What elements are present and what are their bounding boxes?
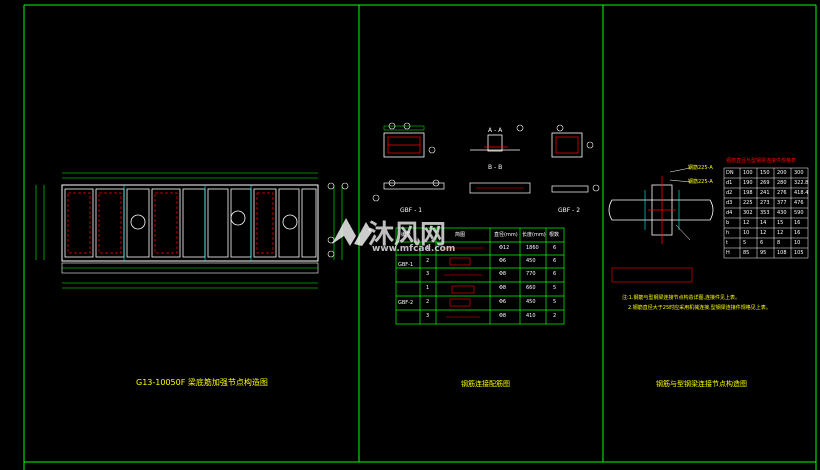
- table-cell-len: 1860: [526, 245, 539, 251]
- left-panel-title: G13-10050F 梁底筋加强节点构造图: [136, 378, 268, 387]
- spec-table-cell: 15: [777, 220, 784, 226]
- watermark-url: www.mfcad.com: [372, 244, 456, 254]
- table-cell-cnt: 5: [553, 299, 557, 305]
- spec-table-cell: 150: [760, 170, 770, 176]
- watermark-brand: 沐风网: [368, 220, 447, 250]
- spec-table-cell: 16: [794, 230, 801, 236]
- spec-table-cell: 476: [794, 200, 804, 206]
- table-cell-cnt: 2: [553, 313, 557, 319]
- spec-table-cell: d3: [726, 200, 733, 206]
- spec-table-title: 钢筋直径与型钢梁连接件规格表: [726, 158, 797, 164]
- table-cell-dia: Φ6: [499, 299, 507, 305]
- section-label-gbf2: GBF - 2: [558, 207, 581, 214]
- spec-table-cell: 241: [760, 190, 770, 196]
- spec-table-cell: b: [726, 220, 730, 226]
- spec-table-cell: DN: [726, 170, 734, 176]
- spec-table-cell: 198: [743, 190, 753, 196]
- spec-table-cell: 16: [794, 220, 801, 226]
- table-cell-dia: Φ8: [499, 271, 507, 277]
- spec-table-cell: 302: [743, 210, 753, 216]
- section-details: [372, 122, 600, 202]
- table-cell-dia: Φ6: [499, 258, 507, 264]
- section-label-b: B - B: [488, 164, 503, 171]
- spec-table-cell: 353: [760, 210, 770, 216]
- section-label-a: A - A: [488, 127, 503, 134]
- spec-table-cell: 105: [794, 250, 804, 256]
- right-panel-title: 钢筋与型钢梁连接节点构造图: [656, 380, 747, 388]
- table-cell-len: 410: [526, 313, 536, 319]
- table-row: 3: [426, 313, 430, 319]
- middle-panel-title: 钢筋连接配筋图: [461, 380, 510, 388]
- drawing-frame: [23, 4, 817, 470]
- rebar-table-sketches: [442, 247, 484, 318]
- spec-table-cell: 269: [760, 180, 770, 186]
- table-cell-cnt: 6: [553, 258, 557, 264]
- table-header-sketch: 简图: [455, 232, 466, 238]
- spec-table-cell: 14: [760, 220, 767, 226]
- spec-table-cell: 280: [777, 180, 787, 186]
- spec-table-cell: 322.8: [794, 180, 809, 186]
- watermark-logo-icon: [332, 218, 372, 246]
- table-cell-len: 450: [526, 258, 536, 264]
- spec-table-cell: 95: [760, 250, 767, 256]
- spec-table-cell: 5: [743, 240, 747, 246]
- spec-table-cell: 590: [794, 210, 804, 216]
- spec-table-cell: 225: [743, 200, 753, 206]
- spec-table-cell: 6: [760, 240, 764, 246]
- right-rebar-label-1: 钢筋225-A: [688, 165, 713, 171]
- spec-table-cell: 418.4: [794, 190, 809, 196]
- spec-table-cell: 12: [777, 230, 784, 236]
- table-cell-cnt: 6: [553, 271, 557, 277]
- spec-table-cell: 108: [777, 250, 787, 256]
- table-group-gbf2: GBF-2: [398, 300, 414, 306]
- spec-table-cell: h: [726, 230, 730, 236]
- spec-table-cell: 85: [743, 250, 750, 256]
- table-cell-cnt: 5: [553, 285, 557, 291]
- right-note-1: 注:1.钢筋与型钢梁连接节点构造详图,连接件见上表。: [622, 295, 741, 301]
- table-header-len: 长度(mm): [522, 232, 546, 238]
- spec-table-cell: 12: [743, 220, 750, 226]
- connection-detail: [608, 167, 714, 283]
- spec-table-cell: d4: [726, 210, 733, 216]
- spec-table-cell: 200: [777, 170, 787, 176]
- rebar-table-grid: [395, 227, 565, 325]
- spec-table-cell: 100: [743, 170, 753, 176]
- spec-table-cell: 10: [794, 240, 801, 246]
- table-cell-len: 450: [526, 299, 536, 305]
- table-header-no: 编号: [401, 232, 412, 238]
- spec-table-cell: 12: [760, 230, 767, 236]
- spec-table-cell: 190: [743, 180, 753, 186]
- table-header-cnt: 根数: [549, 232, 560, 238]
- table-row: 1: [426, 245, 430, 251]
- table-row: 3: [426, 271, 430, 277]
- spec-table-cell: 377: [777, 200, 787, 206]
- spec-table-cell: t: [726, 240, 728, 246]
- table-cell-dia: Φ8: [499, 285, 507, 291]
- spec-table-cell: 276: [777, 190, 787, 196]
- spec-table-cell: 273: [760, 200, 770, 206]
- table-cell-dia: Φ8: [499, 313, 507, 319]
- beam-elevation: [35, 172, 349, 289]
- table-cell-len: 660: [526, 285, 536, 291]
- table-cell-dia: Φ12: [499, 245, 510, 251]
- spec-table-cell: 300: [794, 170, 804, 176]
- table-cell-len: 770: [526, 271, 536, 277]
- table-row: 2: [426, 299, 430, 305]
- table-row: 1: [426, 285, 430, 291]
- spec-table-cell: 430: [777, 210, 787, 216]
- table-row: 2: [426, 258, 430, 264]
- spec-table-cell: d2: [726, 190, 733, 196]
- spec-table-grid: [723, 167, 809, 259]
- spec-table-cell: d1: [726, 180, 733, 186]
- table-group-gbf1: GBF-1: [398, 262, 414, 268]
- spec-table-cell: 10: [743, 230, 750, 236]
- table-header-dia: 直径(mm): [494, 232, 518, 238]
- right-note-2: 2.钢筋直径大于25时应采用机械连接,型钢梁连接件规格见上表。: [628, 305, 771, 311]
- right-rebar-label-2: 钢筋225-A: [688, 179, 713, 185]
- table-cell-cnt: 6: [553, 245, 557, 251]
- section-label-gbf1: GBF - 1: [400, 207, 423, 214]
- spec-table-cell: H: [726, 250, 730, 256]
- spec-table-cell: 8: [777, 240, 781, 246]
